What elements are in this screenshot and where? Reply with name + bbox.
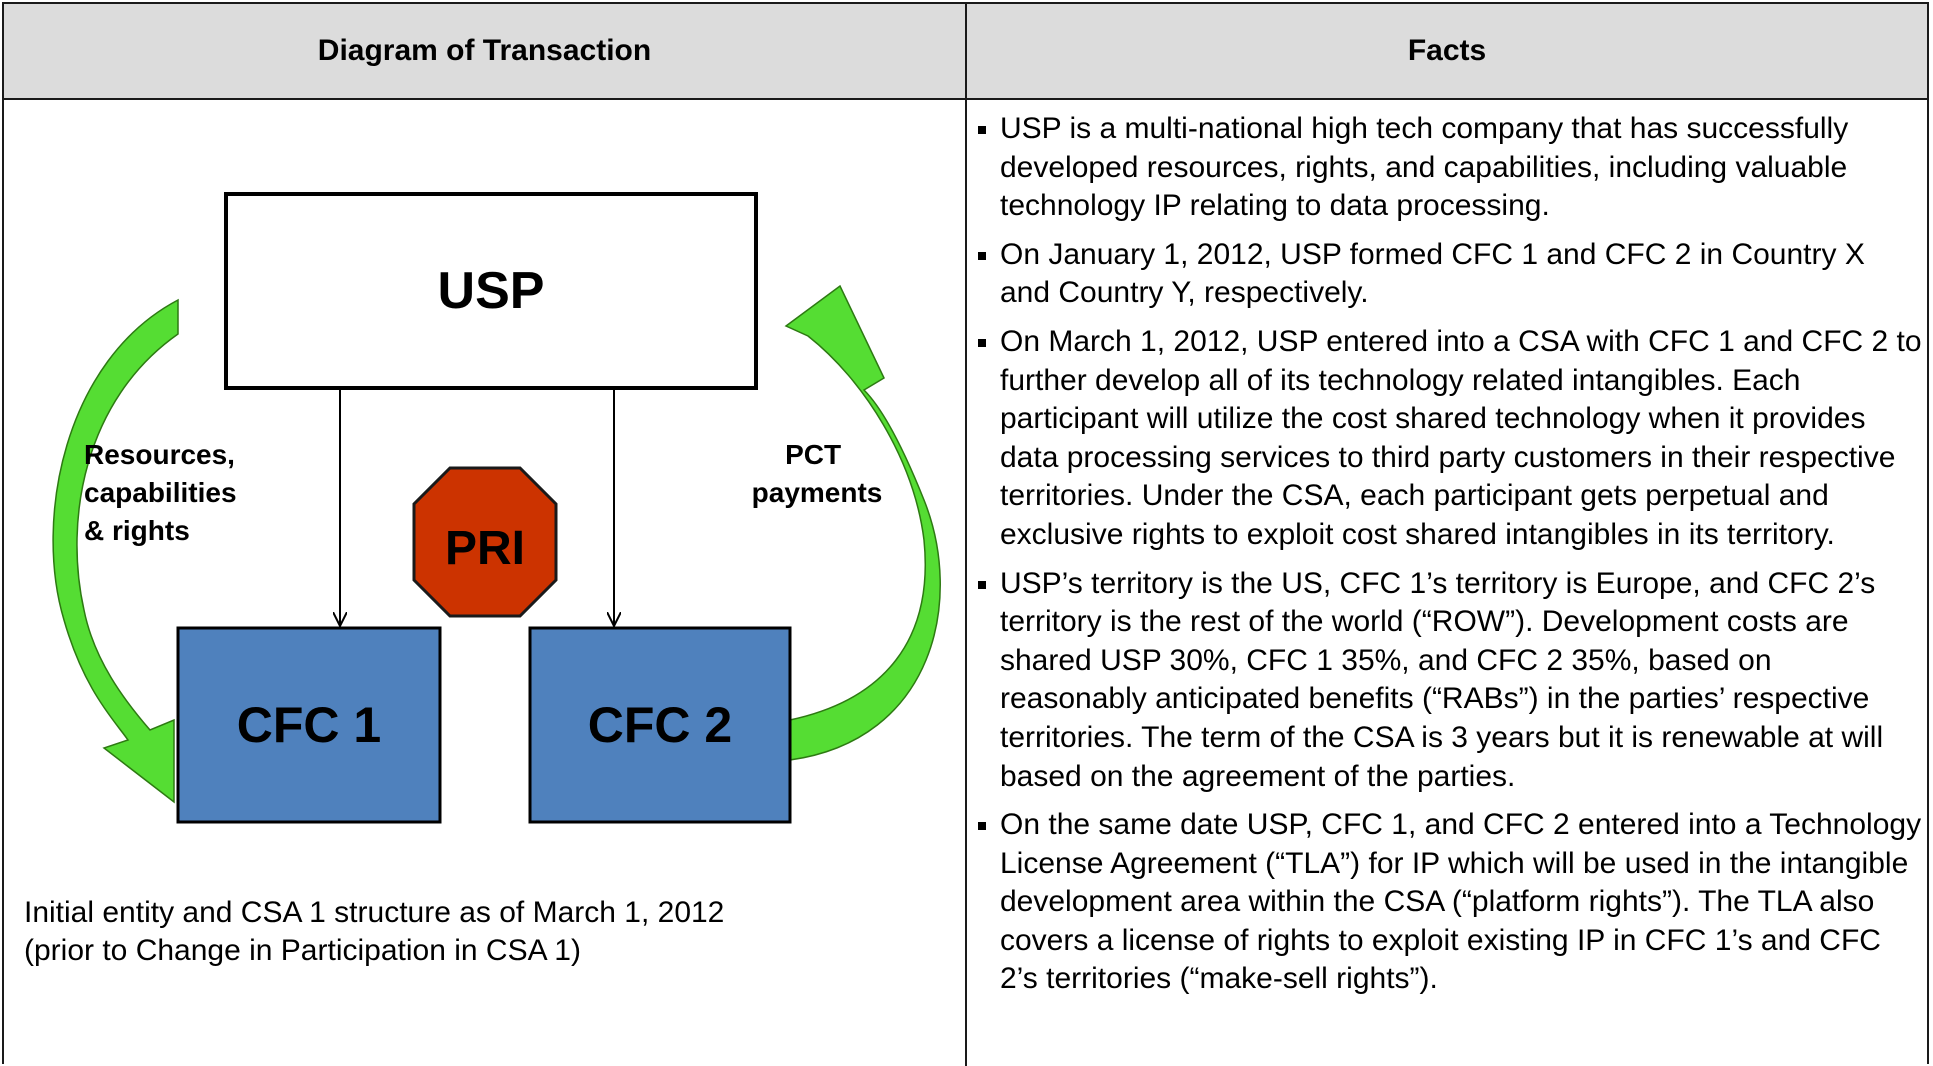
pct-label-line-1: PCT — [785, 439, 841, 470]
bullet-icon — [978, 822, 986, 831]
resources-label-line-3: & rights — [84, 515, 190, 546]
pct-label-line-2: payments — [752, 477, 883, 508]
diagram-caption: Initial entity and CSA 1 structure as of… — [24, 894, 924, 970]
pct-payments-arrow — [784, 284, 941, 761]
fact-text: On March 1, 2012, USP entered into a CSA… — [1000, 324, 1922, 551]
caption-line-1: Initial entity and CSA 1 structure as of… — [24, 896, 725, 929]
fact-text: USP’s territory is the US, CFC 1’s terri… — [1000, 566, 1884, 793]
bullet-icon — [978, 338, 986, 347]
bullet-icon — [978, 126, 986, 134]
fact-item: On March 1, 2012, USP entered into a CSA… — [978, 323, 1923, 555]
transaction-diagram: USP PRI CFC 1 CFC 2 Resources, capabilit… — [52, 192, 941, 824]
usp-label: USP — [438, 262, 545, 320]
resources-label-line-2: capabilities — [84, 477, 237, 508]
fact-item: USP is a multi-national high tech compan… — [978, 110, 1923, 226]
cfc1-box — [176, 626, 442, 824]
bullet-icon — [978, 580, 986, 589]
pri-stop-octagon — [412, 466, 558, 618]
header-diagram-of-transaction: Diagram of Transaction — [317, 34, 652, 67]
caption-line-2: (prior to Change in Participation in CSA… — [24, 934, 581, 967]
fact-text: On January 1, 2012, USP formed CFC 1 and… — [1000, 237, 1865, 310]
header-facts: Facts — [1407, 34, 1487, 67]
resources-label: Resources, capabilities & rights — [84, 439, 244, 546]
fact-text: On the same date USP, CFC 1, and CFC 2 e… — [1000, 808, 1922, 996]
fact-item: USP’s territory is the US, CFC 1’s terri… — [978, 565, 1923, 797]
resources-label-line-1: Resources, — [84, 439, 235, 470]
resources-flow-arrow — [52, 298, 179, 804]
column-divider — [965, 2, 967, 1066]
usp-box — [224, 192, 758, 390]
fact-text: USP is a multi-national high tech compan… — [1000, 112, 1849, 223]
cfc2-label: CFC 2 — [588, 697, 732, 753]
pri-label: PRI — [445, 522, 525, 575]
fact-item: On the same date USP, CFC 1, and CFC 2 e… — [978, 806, 1923, 999]
facts-list: USP is a multi-national high tech compan… — [978, 110, 1923, 1009]
bullet-icon — [978, 251, 986, 260]
cfc2-box — [528, 626, 792, 824]
cfc1-label: CFC 1 — [237, 697, 381, 753]
fact-item: On January 1, 2012, USP formed CFC 1 and… — [978, 236, 1923, 313]
pct-payments-label: PCT payments — [752, 439, 883, 508]
